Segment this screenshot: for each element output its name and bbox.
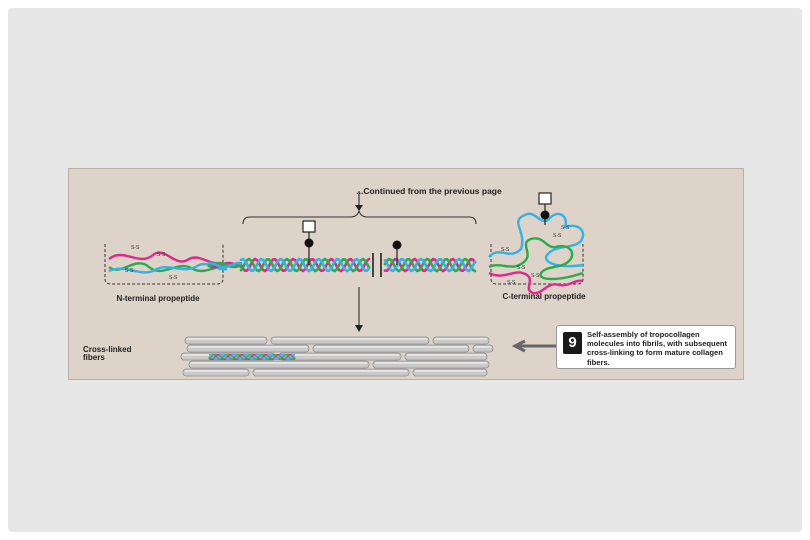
disulfide-label: S-S	[561, 225, 570, 231]
c-propeptide-strand	[488, 237, 584, 281]
disulfide-label: S-S	[517, 265, 526, 271]
c-propeptide-strand	[488, 212, 585, 268]
fiber-rod	[412, 368, 488, 377]
disulfide-label: S-S	[125, 268, 134, 274]
fiber-rod	[184, 336, 268, 345]
disulfide-label: S-S	[157, 252, 166, 258]
callout-arrow	[511, 339, 556, 353]
collagen-diagram: S-S S-S S-S S-S S-S S-S S-S S-S S-S S-S	[104, 191, 585, 377]
fiber-rod	[186, 344, 310, 353]
c-terminal-label: C-terminal propeptide	[502, 292, 586, 301]
n-propeptide-strand	[108, 251, 228, 265]
arrow-head	[355, 325, 363, 332]
sugar-square	[302, 220, 316, 233]
collagen-figure: S-S S-S S-S S-S S-S S-S S-S S-S S-S S-S ...Conti…	[68, 168, 744, 380]
step-description: Self-assembly of tropocollagen molecules…	[587, 330, 728, 367]
helix-strand	[207, 261, 243, 269]
fiber-rod	[270, 336, 430, 345]
arrow-head	[355, 205, 363, 211]
c-propeptide-strand	[488, 271, 584, 295]
disulfide-label: S-S	[531, 273, 540, 279]
fiber-rod	[252, 368, 410, 377]
helix-strand	[239, 257, 371, 273]
triple-helix	[207, 253, 477, 277]
step-number-badge: 9	[563, 332, 582, 354]
fiber-helix-strand	[208, 354, 296, 360]
disulfide-label: S-S	[169, 275, 178, 281]
helix-strand	[383, 257, 477, 273]
cross-linked-label: Cross-linked fibers	[83, 345, 132, 363]
fiber-rod	[278, 352, 402, 361]
fiber-rod	[404, 352, 488, 361]
fiber-helix-strand	[209, 354, 295, 360]
fiber-rod	[188, 360, 370, 369]
sugar-ball	[392, 240, 402, 250]
sugar-ball	[304, 238, 314, 248]
fiber-rod	[372, 360, 490, 369]
fiber-rod	[182, 368, 250, 377]
n-terminal-label: N-terminal propeptide	[116, 294, 200, 303]
c-terminal-propeptide: S-S S-S S-S S-S S-S S-S	[488, 212, 585, 295]
arrows	[355, 191, 556, 353]
disulfide-label: S-S	[501, 247, 510, 253]
helix-brace	[242, 209, 477, 225]
helix-strand	[383, 257, 477, 273]
fiber-rod	[472, 344, 494, 353]
slide-background: S-S S-S S-S S-S S-S S-S S-S S-S S-S S-S ...Conti…	[8, 8, 802, 532]
fiber-rod	[432, 336, 490, 345]
disulfide-label: S-S	[553, 233, 562, 239]
helix-strand	[239, 257, 371, 273]
continued-label: ...Continued from the previous page	[356, 186, 502, 196]
disulfide-label: S-S	[131, 245, 140, 251]
step-callout: 9 Self-assembly of tropocollagen molecul…	[556, 325, 736, 369]
fiber-rod	[312, 344, 470, 353]
sugar-ball	[540, 210, 550, 220]
cross-linked-fibers	[180, 336, 494, 377]
glycosylation-markers	[302, 192, 552, 265]
disulfide-label: S-S	[507, 280, 516, 286]
n-terminal-bracket	[104, 244, 224, 285]
